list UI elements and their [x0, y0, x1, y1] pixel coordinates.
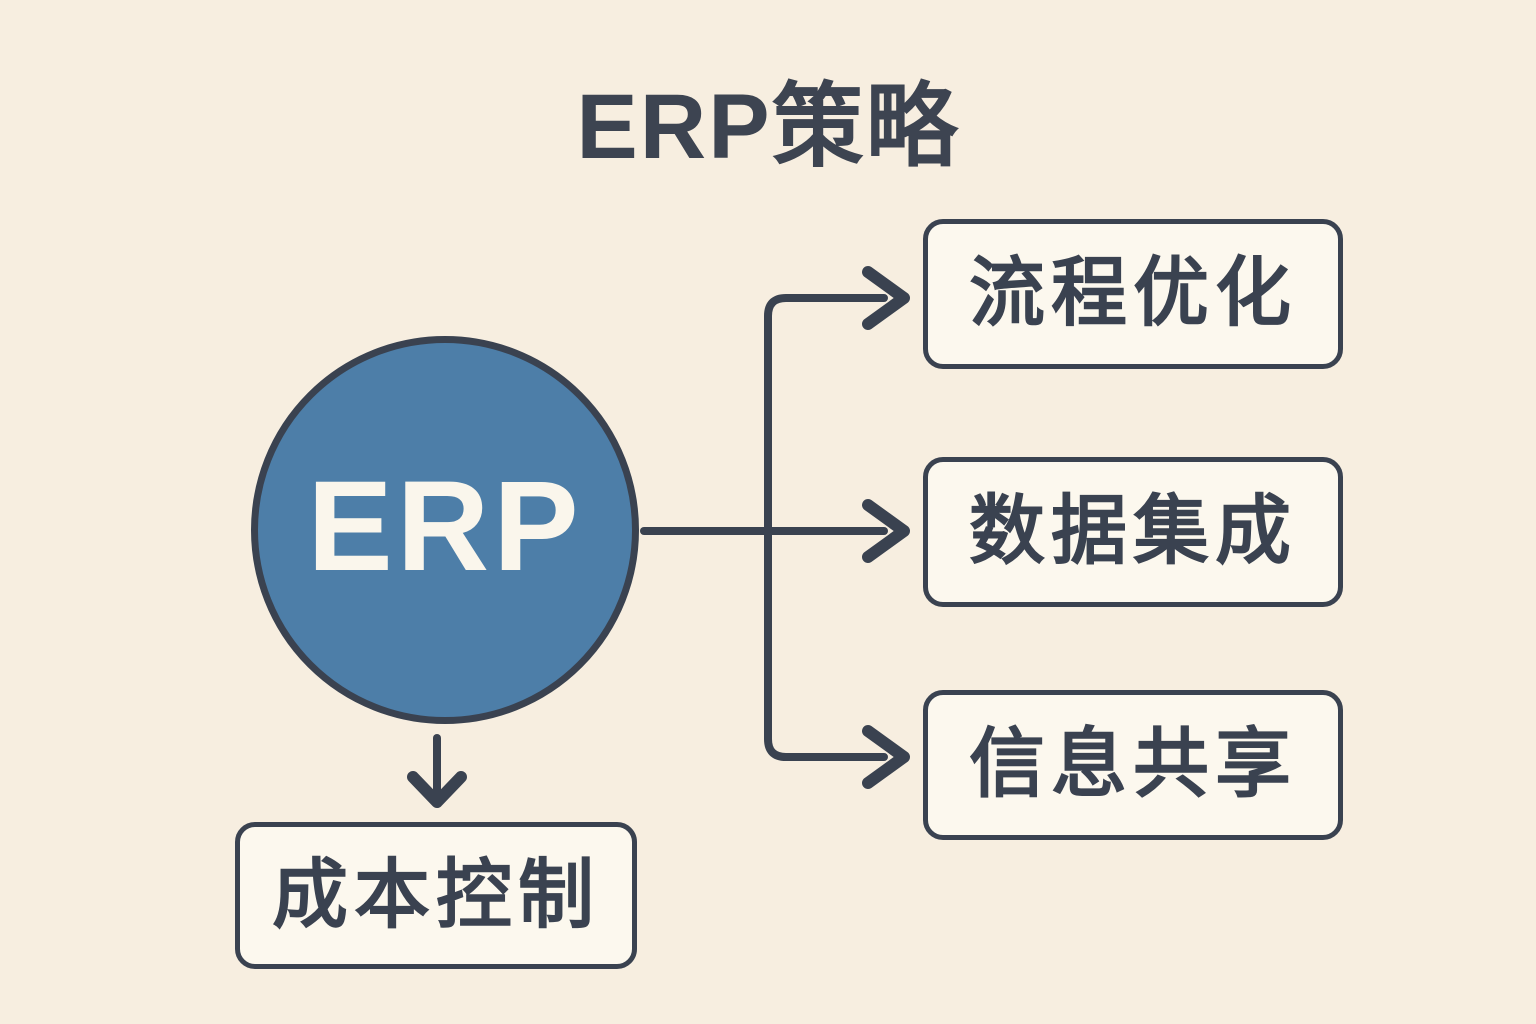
erp-circle-label: ERP	[307, 455, 583, 598]
arrowhead-down-icon	[407, 771, 467, 808]
arrowhead-top-icon	[862, 266, 910, 330]
node-box-data-integration: 数据集成	[923, 457, 1343, 607]
diagram-title: ERP策略	[576, 76, 960, 178]
node-label-cost-control: 成本控制	[272, 852, 600, 938]
arrowhead-bottom-icon	[862, 725, 910, 789]
node-box-process-optimization: 流程优化	[923, 219, 1343, 369]
node-label-data-integration: 数据集成	[969, 489, 1297, 574]
node-box-information-sharing: 信息共享	[923, 690, 1343, 840]
connector-branch-trunk	[764, 294, 888, 761]
node-label-information-sharing: 信息共享	[969, 722, 1297, 807]
erp-circle-node: ERP	[251, 336, 639, 724]
node-box-cost-control: 成本控制	[235, 822, 637, 969]
arrowhead-middle-icon	[862, 499, 910, 563]
node-label-process-optimization: 流程优化	[969, 251, 1297, 336]
